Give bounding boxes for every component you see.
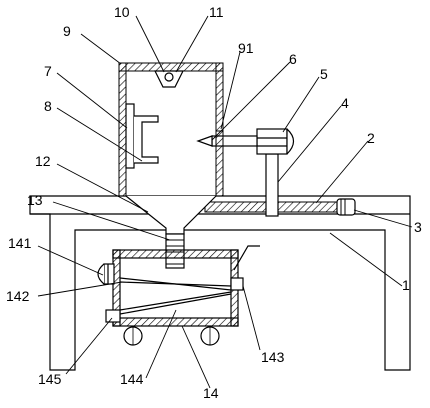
label-14: 14 xyxy=(203,385,219,401)
label-12: 12 xyxy=(35,153,51,169)
lower-box xyxy=(97,245,260,346)
label-4: 4 xyxy=(341,95,349,111)
screw-rod xyxy=(204,198,356,216)
label-141: 141 xyxy=(8,235,32,251)
label-13: 13 xyxy=(27,192,43,208)
label-143: 143 xyxy=(261,349,285,365)
label-1: 1 xyxy=(402,277,410,293)
sensor-10-11 xyxy=(154,70,184,88)
label-5: 5 xyxy=(320,66,328,82)
motor-3 xyxy=(336,198,356,216)
label-6: 6 xyxy=(289,51,297,67)
label-144: 144 xyxy=(120,371,144,387)
leader-lines xyxy=(37,15,413,389)
label-3: 3 xyxy=(414,219,422,235)
clamp-7-8 xyxy=(125,103,159,169)
label-2: 2 xyxy=(367,130,375,146)
base-frame xyxy=(29,195,411,371)
label-7: 7 xyxy=(44,63,52,79)
slider-support xyxy=(265,153,279,217)
label-91: 91 xyxy=(238,40,254,56)
label-8: 8 xyxy=(44,98,52,114)
label-11: 11 xyxy=(209,4,224,20)
label-9: 9 xyxy=(63,23,71,39)
label-145: 145 xyxy=(38,371,62,387)
label-142: 142 xyxy=(6,288,30,304)
callout-labels: 10 11 9 91 6 5 7 8 4 2 12 13 3 141 1 142… xyxy=(6,4,422,401)
drill-assembly xyxy=(196,128,295,155)
label-10: 10 xyxy=(114,4,130,20)
